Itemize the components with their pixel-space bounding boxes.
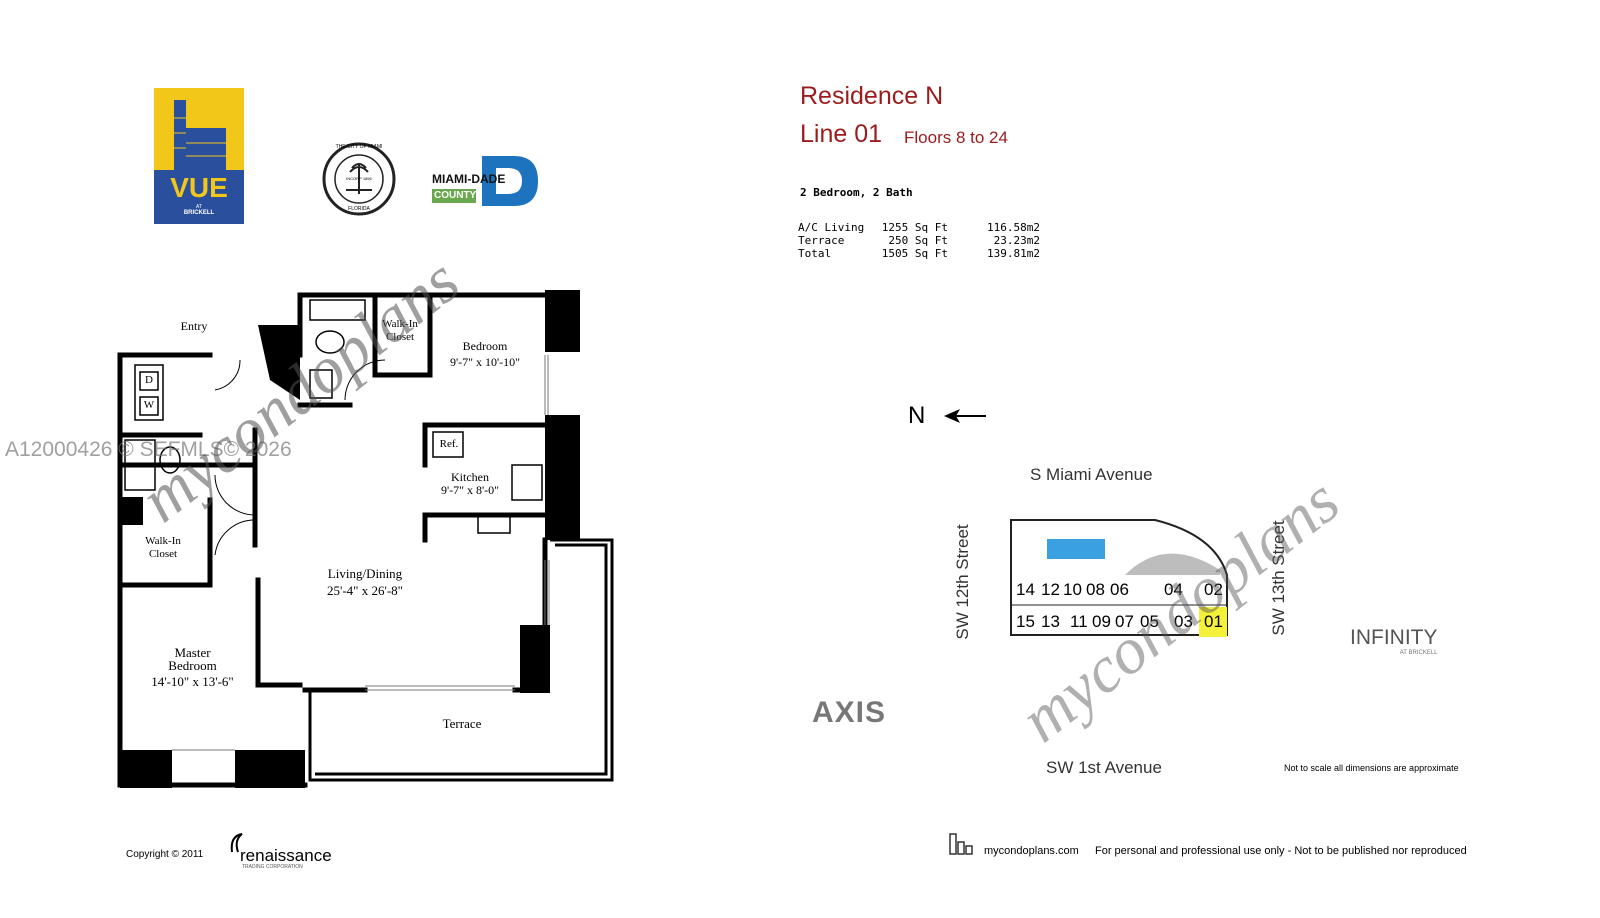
living-name: Living/Dining [327,566,403,581]
unit-10: 10 [1063,580,1082,599]
disclaimer: For personal and professional use only -… [1095,845,1467,857]
floors-label: Floors 8 to 24 [904,128,1008,147]
area-m2: 23.23m2 [993,234,1040,247]
walkin-left-line1: Walk-In [145,535,181,547]
master-bedroom-label: Master Bedroom 14'-10" x 13'-6" [145,646,240,688]
walkin-closet-top-label: Walk-In Closet [376,318,424,344]
unit-15: 15 [1016,612,1035,631]
copyright-text: Copyright © 2011 [126,849,204,860]
bed-bath-label: 2 Bedroom, 2 Bath [800,186,913,199]
residence-title: Residence N [800,82,944,110]
miami-dade-logo: MIAMI-DADE COUNTY [430,156,538,206]
line-title: Line 01 [800,120,883,148]
site-building-outline [1010,519,1228,637]
area-sqft: 250 Sq Ft [888,234,948,247]
unit-12: 12 [1041,580,1060,599]
kitchen-dim: 9'-7" x 8'-0" [440,483,500,497]
master-dim: 14'-10" x 13'-6" [151,674,234,689]
vue-logo: VUE AT BRICKELL [154,88,244,224]
ref-label: Ref. [439,438,459,450]
living-dim: 25'-4" x 26'-8" [327,583,403,598]
terrace-label: Terrace [442,716,482,731]
not-to-scale-note: Not to scale all dimensions are approxim… [1284,763,1459,773]
unit-09: 09 [1092,612,1111,631]
unit-11: 11 [1070,612,1088,631]
street-bottom: SW 1st Avenue [1046,758,1162,777]
master-name1: Master [174,645,211,660]
area-label: A/C Living [798,221,865,234]
bedroom-label: Bedroom 9'-7" x 10'-10" [440,340,530,369]
unit-07: 07 [1115,612,1134,631]
entry-label: Entry [180,319,208,333]
unit-05: 05 [1140,612,1159,631]
mls-watermark: A12000426 © SEFMLS© 2026 [5,438,292,461]
area-sqft: 1255 Sq Ft [881,221,948,234]
area-m2: 139.81m2 [987,247,1040,260]
kitchen-name: Kitchen [451,470,489,484]
highlight-unit-fill [1199,607,1227,637]
renaissance-logo: renaissance TRADING CORPORATION [228,832,332,870]
walkin-top-line1: Walk-In [382,318,418,330]
site-url: mycondoplans.com [984,845,1079,857]
walkin-left-line2: Closet [148,548,178,560]
vue-logo-sub-at: AT [195,204,203,210]
unit-01: 01 [1204,612,1223,631]
mycondoplans-icon [948,832,976,861]
street-left: SW 12th Street [953,524,972,640]
infinity-logo: INFINITY AT BRICKELL [1350,626,1438,656]
miami-dade-line2: COUNTY [434,190,477,201]
seal-text-top: THE CITY OF MIAMI [335,144,383,150]
renaissance-text: renaissance [240,846,332,865]
master-name2: Bedroom [168,658,217,673]
areas-table: A/C Living 1255 Sq Ft 116.58m2 Terrace 2… [798,221,1058,260]
dryer-label: D [145,374,153,386]
north-arrow-icon [944,406,988,431]
unit-08: 08 [1086,580,1105,599]
seal-text-center: INCORP 1896 [346,176,372,181]
north-label: N [908,402,926,429]
unit-04: 04 [1164,580,1183,599]
vue-logo-text: VUE [170,172,228,203]
area-row: Total 1505 Sq Ft 139.81m2 [798,247,1058,260]
renaissance-sub: TRADING CORPORATION [242,864,303,870]
unit-13: 13 [1041,612,1060,631]
bedroom-dim: 9'-7" x 10'-10" [449,355,521,369]
unit-03: 03 [1174,612,1193,631]
washer-label: W [143,399,155,411]
street-top: S Miami Avenue [1030,465,1153,484]
vue-logo-sub-name: BRICKELL [183,210,215,216]
unit-02: 02 [1204,580,1223,599]
floor-plan [117,290,614,788]
unit-row-bottom: 15 13 11 09 07 05 03 01 [1012,612,1232,634]
axis-logo: AXIS [812,696,887,729]
unit-14: 14 [1016,580,1035,599]
area-row: A/C Living 1255 Sq Ft 116.58m2 [798,221,1058,234]
living-dining-label: Living/Dining 25'-4" x 26'-8" [315,566,415,598]
bedroom-name: Bedroom [462,339,508,353]
unit-row-top: 14 12 10 08 06 04 02 [1012,580,1232,602]
area-label: Total [798,247,832,260]
kitchen-label: Kitchen 9'-7" x 8'-0" [430,471,510,497]
miami-dade-line1: MIAMI-DADE [432,172,506,186]
area-sqft: 1505 Sq Ft [881,247,948,260]
area-row: Terrace 250 Sq Ft 23.23m2 [798,234,1058,247]
area-m2: 116.58m2 [987,221,1040,234]
infinity-logo-sub: AT BRICKELL [1399,650,1438,656]
area-label: Terrace [798,234,845,247]
city-of-miami-seal: THE CITY OF MIAMI INCORP 1896 FLORIDA [322,142,396,216]
walkin-top-line2: Closet [385,331,415,343]
walkin-closet-left-label: Walk-In Closet [138,535,188,561]
unit-06: 06 [1110,580,1129,599]
seal-text-bottom: FLORIDA [348,206,370,212]
infinity-logo-text: INFINITY [1350,626,1438,649]
